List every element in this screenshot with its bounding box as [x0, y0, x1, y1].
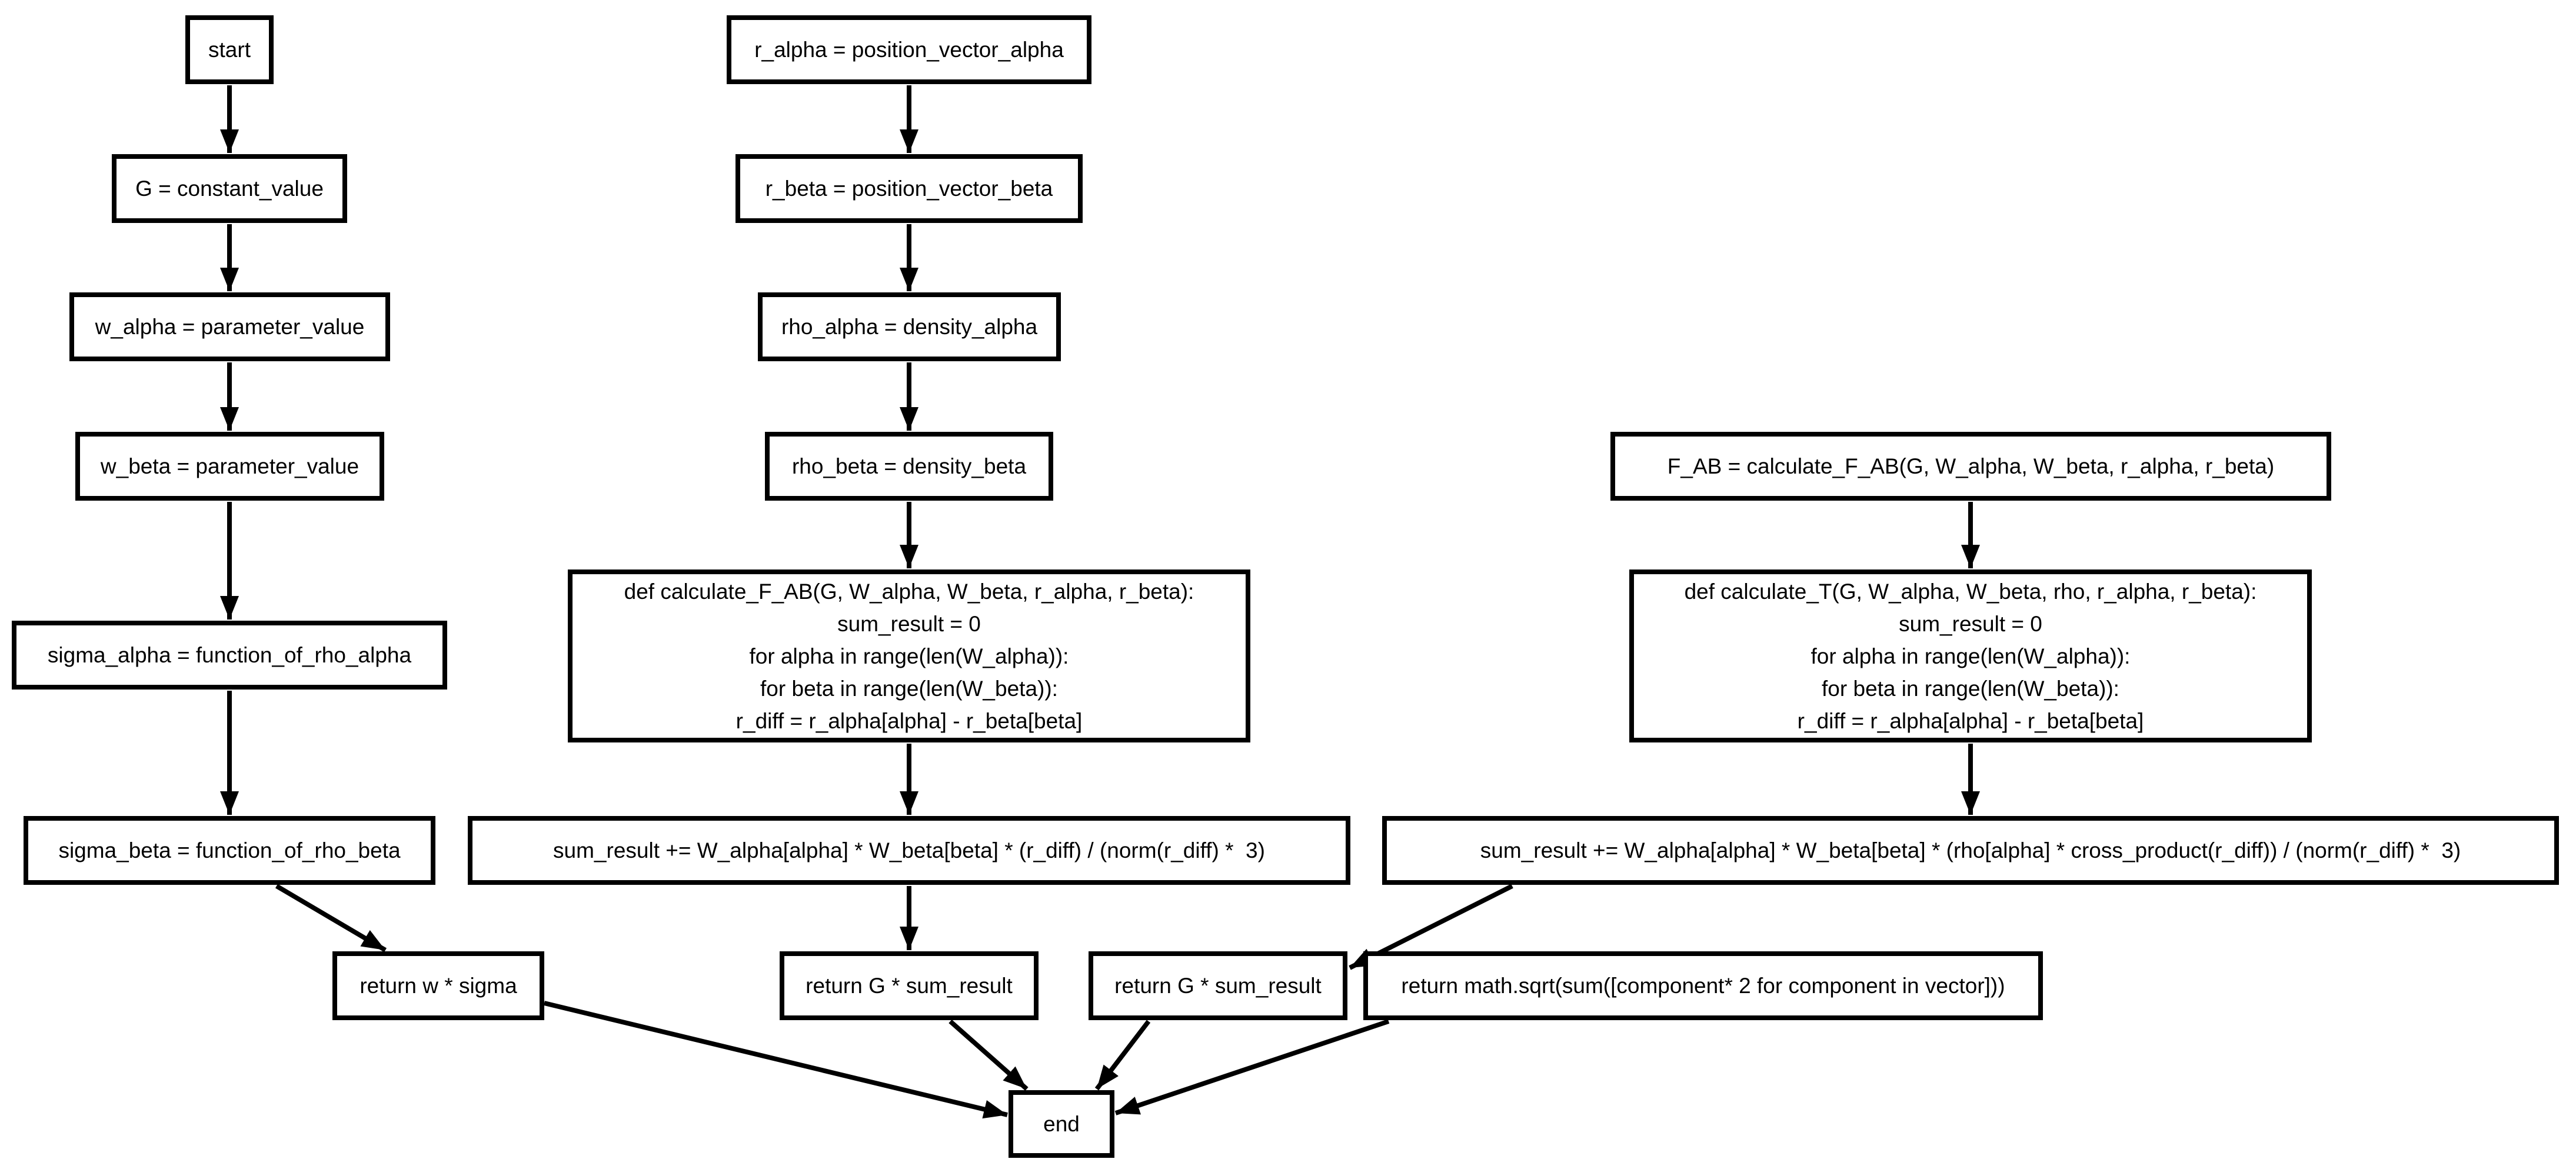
node-start: start: [185, 15, 274, 84]
node-rho-alpha: rho_alpha = density_alpha: [758, 292, 1061, 361]
edge-return_g_sum_f-end: [948, 1020, 1029, 1091]
node-w-alpha: w_alpha = parameter_value: [69, 292, 390, 361]
node-end: end: [1009, 1090, 1114, 1158]
node-sigma-alpha: sigma_alpha = function_of_rho_alpha: [12, 621, 447, 690]
edge-return_w_sigma-end: [544, 1001, 1008, 1119]
node-r-beta: r_beta = position_vector_beta: [735, 154, 1083, 223]
node-rho-beta: rho_beta = density_beta: [765, 432, 1053, 501]
node-sum-result-f: sum_result += W_alpha[alpha] * W_beta[be…: [468, 816, 1350, 885]
edge-return_magnitude-end: [1114, 1019, 1390, 1115]
edge-sigma_beta-return_w_sigma: [275, 884, 387, 952]
edge-return_g_sum_t-end: [1094, 1020, 1151, 1091]
node-g-constant: G = constant_value: [112, 154, 347, 223]
node-def-calculate-f-ab: def calculate_F_AB(G, W_alpha, W_beta, r…: [568, 569, 1250, 742]
node-w-beta: w_beta = parameter_value: [75, 432, 384, 501]
node-sum-result-t: sum_result += W_alpha[alpha] * W_beta[be…: [1382, 816, 2559, 885]
node-def-calculate-t: def calculate_T(G, W_alpha, W_beta, rho,…: [1629, 569, 2312, 742]
node-return-g-sum-f: return G * sum_result: [780, 951, 1039, 1020]
node-sigma-beta: sigma_beta = function_of_rho_beta: [24, 816, 435, 885]
node-r-alpha: r_alpha = position_vector_alpha: [727, 15, 1091, 84]
node-return-magnitude: return math.sqrt(sum([component* 2 for c…: [1363, 951, 2043, 1020]
node-f-ab-call: F_AB = calculate_F_AB(G, W_alpha, W_beta…: [1610, 432, 2331, 501]
node-return-w-sigma: return w * sigma: [332, 951, 544, 1020]
node-return-g-sum-t: return G * sum_result: [1089, 951, 1347, 1020]
